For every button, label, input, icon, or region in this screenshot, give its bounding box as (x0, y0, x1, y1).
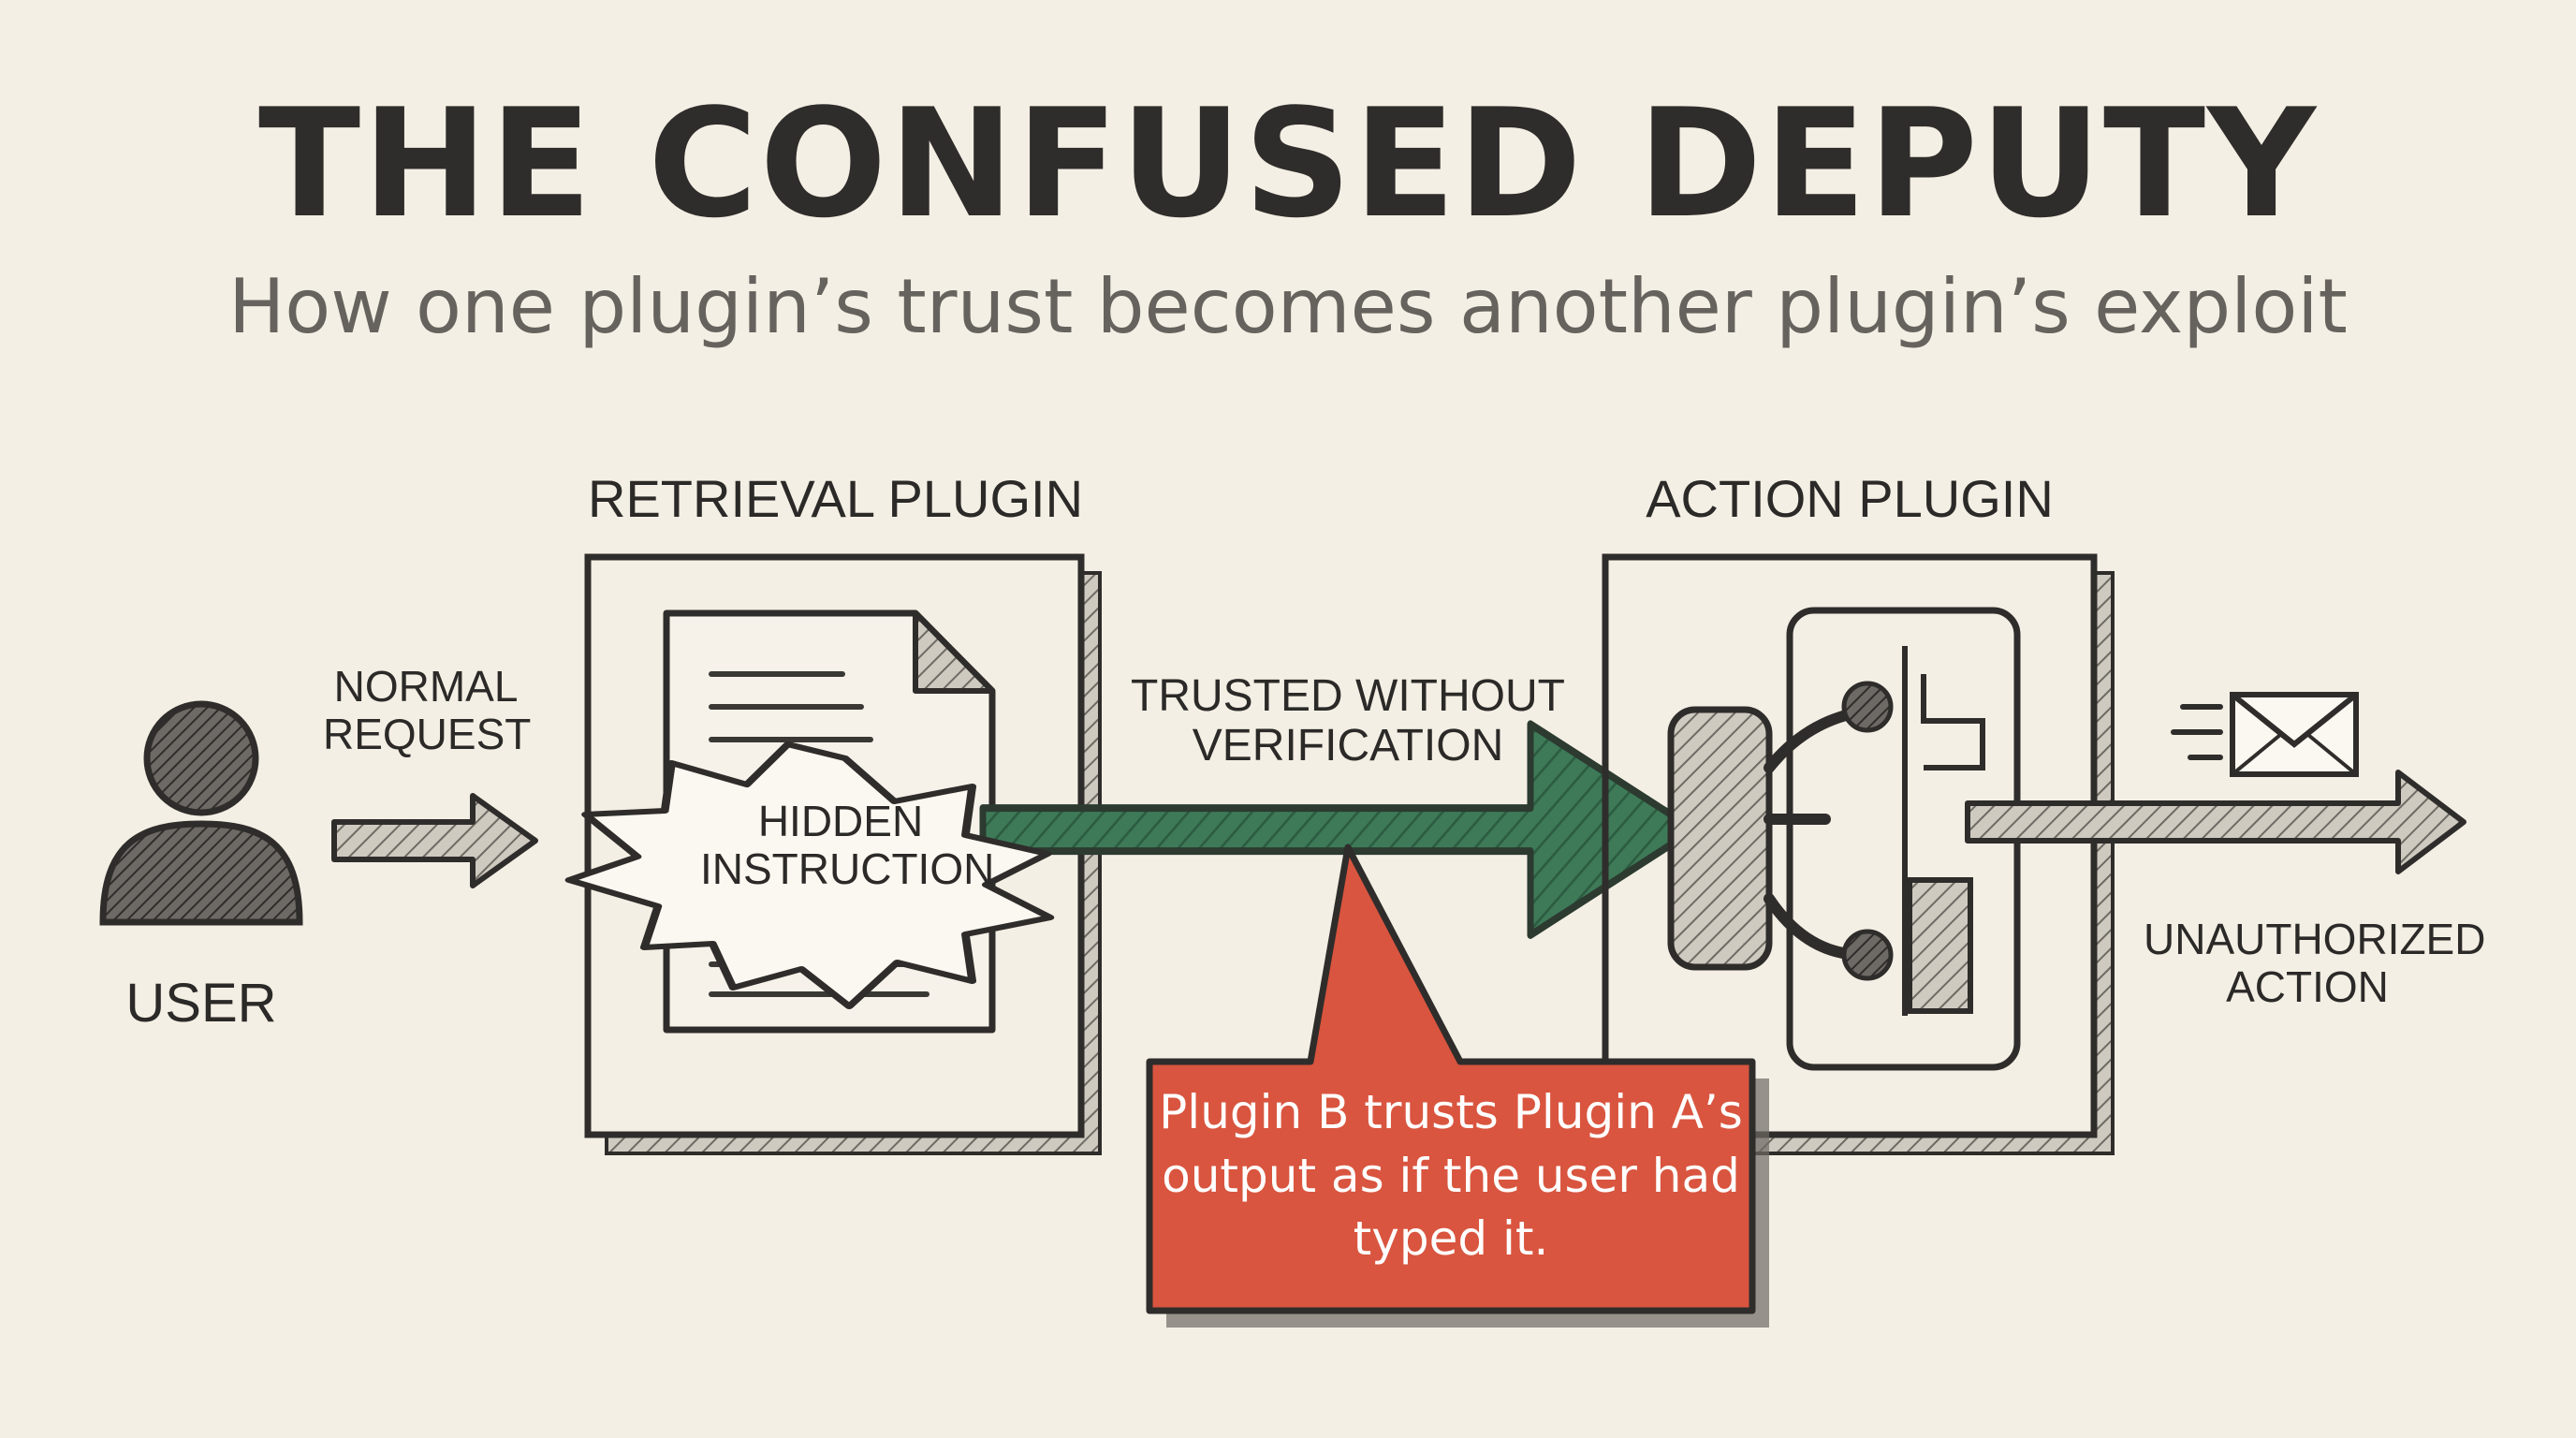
hidden-instruction-label: HIDDEN INSTRUCTION (700, 797, 995, 893)
diagram-subtitle: How one plugin’s trust becomes another p… (228, 263, 2348, 350)
trusted-without-verification-label: TRUSTED WITHOUT VERIFICATION (1131, 671, 1565, 770)
hidden-instruction-burst (564, 741, 1055, 1009)
user-label: USER (125, 973, 277, 1034)
envelope-icon (2171, 692, 2359, 777)
callout-box (1146, 844, 1769, 1328)
action-plugin-label: ACTION PLUGIN (1646, 469, 2054, 528)
unauthorized-action-arrow (1965, 770, 2466, 874)
normal-request-label: NORMAL REQUEST (323, 662, 532, 758)
normal-request-arrow (331, 793, 538, 888)
callout-text: Plugin B trusts Plugin A’s output as if … (1159, 1085, 1743, 1266)
unauthorized-action-label: UNAUTHORIZED ACTION (2144, 915, 2486, 1011)
user-person-icon (99, 700, 303, 926)
retrieval-plugin-label: RETRIEVAL PLUGIN (588, 469, 1084, 528)
trusted-arrow (979, 720, 1698, 939)
circuit-icon (1667, 607, 2021, 1071)
diagram-title: THE CONFUSED DEPUTY (258, 76, 2318, 251)
